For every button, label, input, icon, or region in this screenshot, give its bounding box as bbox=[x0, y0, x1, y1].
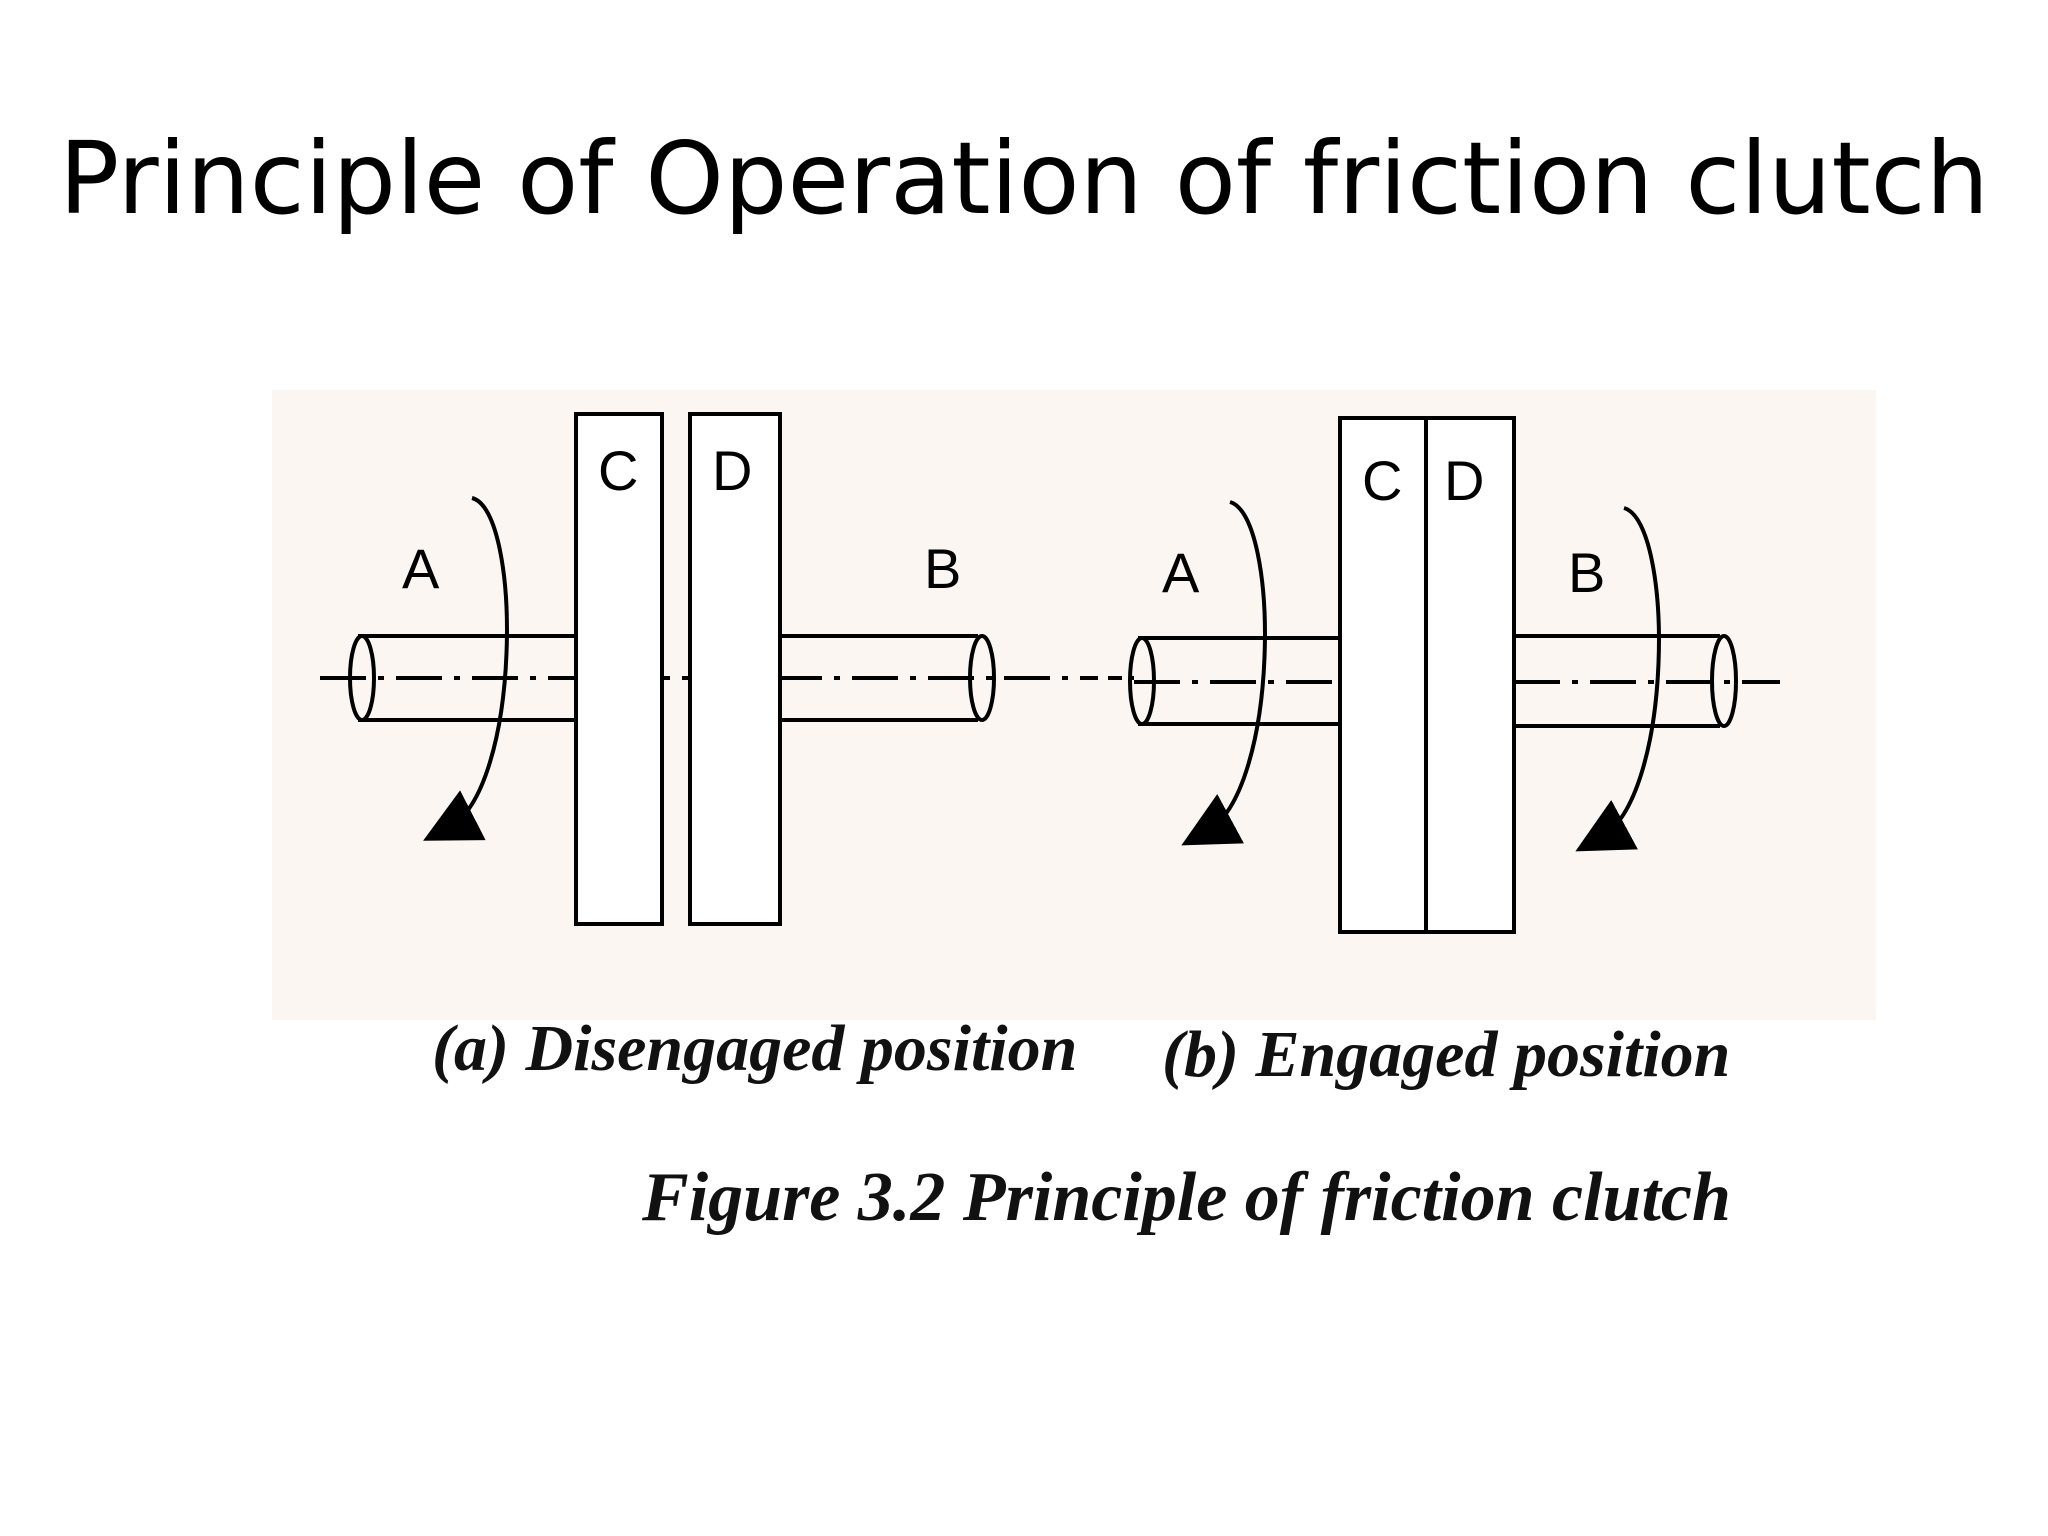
shaft-b-label: B bbox=[1568, 541, 1605, 604]
plate-c bbox=[574, 412, 664, 926]
shaft-b-label: B bbox=[924, 537, 961, 600]
plate-d bbox=[688, 412, 782, 926]
shaft-b bbox=[1514, 634, 1738, 728]
plate-d-label: D bbox=[1444, 449, 1484, 512]
figure-background bbox=[272, 390, 1876, 1020]
disengaged-assembly: A B C D bbox=[320, 412, 1084, 926]
shaft-a-label: A bbox=[1162, 541, 1200, 604]
rotation-arrow-icon bbox=[423, 496, 509, 841]
slide-title: Principle of Operation of friction clutc… bbox=[58, 120, 1990, 237]
disengaged-caption: (a) Disengaged position bbox=[432, 1012, 1077, 1085]
shaft-b bbox=[782, 634, 996, 722]
plate-c-label: C bbox=[598, 439, 638, 502]
shaft-a-label: A bbox=[402, 537, 440, 600]
engaged-caption: (b) Engaged position bbox=[1162, 1018, 1730, 1091]
plate-c-label: C bbox=[1362, 449, 1402, 512]
clutch-diagram: A B C D bbox=[272, 390, 1876, 1236]
rotation-arrow-icon bbox=[1181, 500, 1267, 846]
rotation-arrow-icon bbox=[1575, 506, 1661, 852]
plate-d-label: D bbox=[712, 439, 752, 502]
shaft-a bbox=[1128, 636, 1340, 726]
shaft-a bbox=[348, 634, 576, 722]
engaged-assembly: A B C D bbox=[1128, 416, 1780, 934]
clutch-figure: A B C D bbox=[272, 330, 1876, 1330]
figure-caption: Figure 3.2 Principle of friction clutch bbox=[641, 1159, 1731, 1236]
